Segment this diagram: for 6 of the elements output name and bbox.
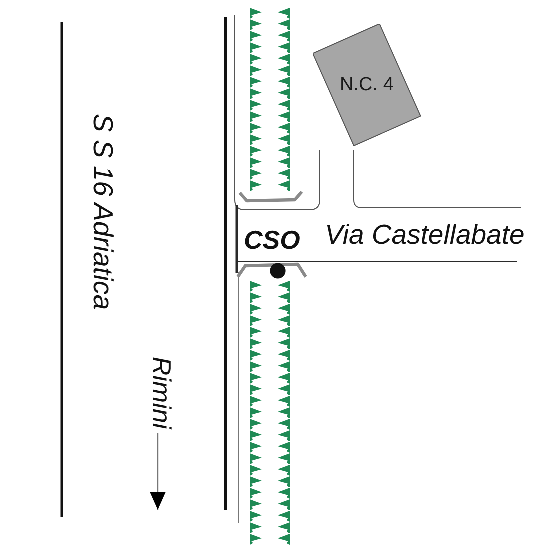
building-number: N.C. 4: [340, 75, 394, 94]
building-shape: [313, 24, 421, 146]
street-name: Via Castellabate: [325, 221, 525, 248]
site-label: CSO: [244, 227, 300, 253]
road-name: S S 16 Adriatica: [89, 114, 117, 310]
direction-label: Rimini: [149, 356, 175, 430]
